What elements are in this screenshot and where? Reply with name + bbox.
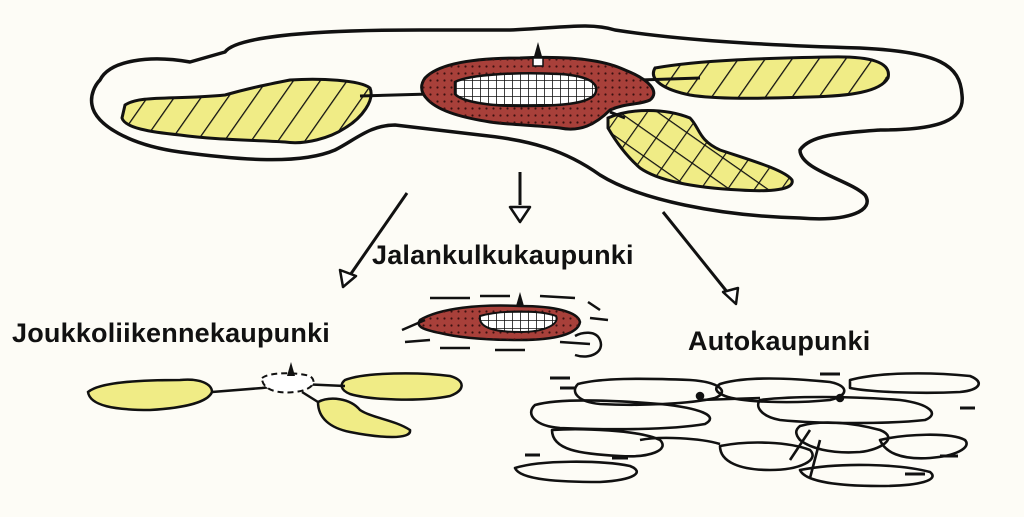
pedestrian-city-label: Jalankulkukaupunki [372, 240, 634, 270]
arrow-to-car-city [661, 211, 740, 306]
transit-city-label: Joukkoliikennekaupunki [12, 318, 330, 348]
pedestrian-city-sketch [401, 292, 609, 358]
arrow-to-transit-city [338, 192, 409, 289]
arrow-to-pedestrian-city [508, 172, 532, 224]
arrowhead-icon [508, 205, 532, 224]
road-west [359, 92, 431, 98]
car-city-label: Autokaupunki [688, 326, 871, 356]
transit-city-sketch [86, 362, 463, 439]
arrowhead-icon [338, 268, 358, 289]
region-map [89, 24, 964, 221]
road-east [639, 76, 701, 82]
road-southeast [609, 110, 626, 120]
arrowhead-icon [721, 286, 740, 306]
city-region-outline [89, 24, 964, 221]
church-spire-icon [532, 42, 544, 67]
car-city-sketch [513, 372, 981, 488]
